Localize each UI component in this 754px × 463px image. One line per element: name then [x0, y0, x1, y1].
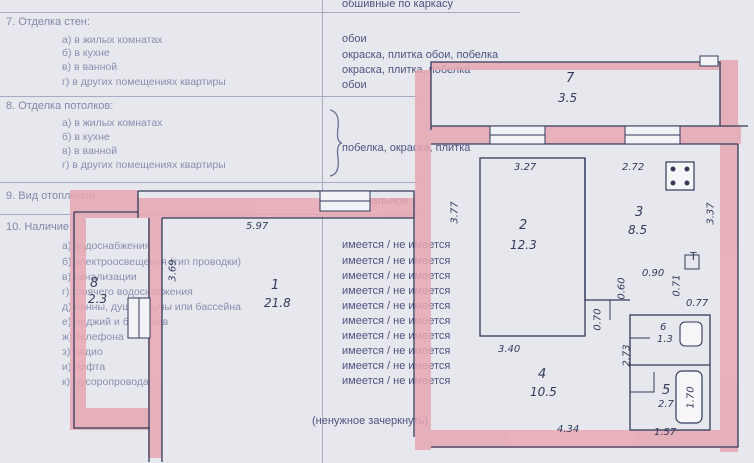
- room-2-number: 2: [519, 218, 528, 233]
- ceiling-item: а) в жилых комнатах: [62, 117, 163, 129]
- room-8-number: 8: [90, 276, 99, 291]
- dim-label: 2.72: [622, 162, 645, 173]
- dim-label: 0.70: [592, 308, 604, 331]
- room-7-number: 7: [566, 71, 575, 86]
- room-6-number: 6: [660, 322, 667, 333]
- ceiling-item: в) в ванной: [62, 145, 118, 157]
- dim-label: 1.57: [654, 427, 677, 438]
- room-7-area: 3.5: [558, 91, 578, 105]
- dim-label: 3.69: [167, 259, 179, 282]
- dim-label: 3.77: [449, 201, 461, 224]
- hatch-mark-icon: T: [690, 250, 697, 263]
- top-text: обшивные по каркасу: [342, 0, 453, 10]
- walls-item: в) в ванной: [62, 61, 118, 73]
- rule-line: [0, 96, 420, 97]
- dim-label: 2.73: [621, 344, 633, 367]
- rule-line: [0, 12, 520, 13]
- dim-label: 0.90: [642, 268, 665, 279]
- walls-item: а) в жилых комнатах: [62, 34, 163, 46]
- walls-value: обои: [342, 33, 367, 45]
- ceiling-item: б) в кухне: [62, 131, 110, 143]
- dim-label: 0.71: [671, 274, 683, 297]
- walls-item: б) в кухне: [62, 47, 110, 59]
- dim-label: 1.70: [685, 386, 697, 409]
- room-8-area: 2.3: [88, 292, 108, 306]
- dim-label: 5.97: [246, 221, 269, 232]
- dim-label: 4.34: [557, 424, 580, 435]
- room-4-number: 4: [538, 367, 547, 382]
- footer-note: (ненужное зачеркнуть): [312, 415, 428, 427]
- walls-value: окраска, плитка обои, побелка: [342, 49, 499, 61]
- dim-label: 3.40: [498, 344, 521, 355]
- dim-label: 3.27: [514, 162, 537, 173]
- dim-label: 0.77: [686, 298, 709, 309]
- rule-line: [0, 182, 420, 183]
- dim-label: 3.37: [705, 202, 717, 225]
- walls-item: г) в других помещениях квартиры: [62, 76, 226, 88]
- room-5-area: 2.7: [658, 399, 674, 410]
- room-6-area: 1.3: [657, 334, 673, 345]
- brace-icon: [329, 109, 343, 177]
- room-3-area: 8.5: [628, 223, 648, 237]
- room-5-number: 5: [662, 383, 671, 398]
- ceiling-item: г) в других помещениях квартиры: [62, 159, 226, 171]
- dim-label: 0.60: [616, 277, 628, 300]
- section-ceiling-title: 8. Отделка потолков:: [6, 100, 114, 112]
- section-walls-title: 7. Отделка стен:: [6, 16, 90, 28]
- room-1-area: 21.8: [264, 296, 291, 310]
- section-availability-title: 10. Наличие:: [6, 221, 73, 233]
- walls-value: обои: [342, 79, 367, 91]
- ceiling-value: побелка, окраска, плитка: [342, 142, 471, 154]
- room-4-area: 10.5: [530, 385, 557, 399]
- room-3-number: 3: [635, 205, 644, 220]
- room-1-number: 1: [271, 278, 280, 293]
- column-divider: [322, 0, 323, 463]
- room-2-area: 12.3: [510, 238, 537, 252]
